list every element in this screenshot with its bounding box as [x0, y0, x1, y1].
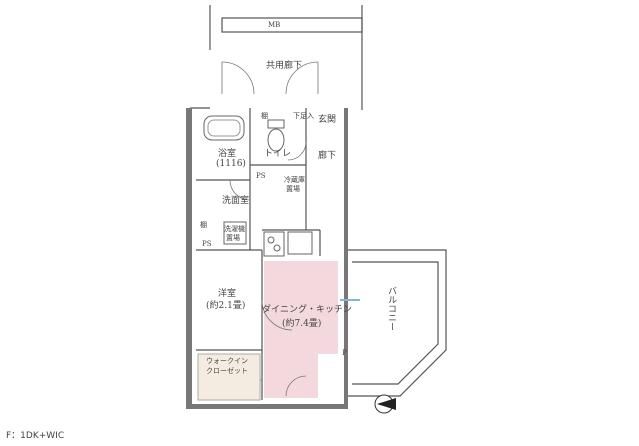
toilet-fixture [267, 128, 285, 152]
floor-plan-caption: F：1DK+WIC [6, 431, 65, 441]
mb-box [221, 17, 363, 33]
wic-label: ウォークイン [206, 357, 248, 365]
corridor-shared-label: 共用廊下 [266, 61, 303, 71]
dining-kitchen-label: ダイニング・キッチン [262, 305, 353, 315]
bathtub [203, 115, 245, 141]
entrance-label: 玄関 [318, 115, 337, 125]
western-room-size-label: (約2.1畳) [206, 301, 246, 311]
hallway-label: 廊下 [318, 151, 337, 161]
ps1-label: PS [256, 172, 266, 180]
wic-floor [197, 353, 261, 401]
balcony-label: バルコニー [386, 286, 396, 331]
doors [221, 61, 319, 397]
wic-2-label: クローゼット [206, 367, 248, 375]
wall-bottom [186, 404, 348, 409]
p-label: P [342, 349, 347, 357]
washbasin [223, 221, 247, 245]
wall-right [344, 108, 348, 408]
bathroom-size-label: (1116) [216, 159, 246, 169]
wall-left [186, 108, 192, 408]
ps2-label: PS [202, 240, 212, 248]
shelf2-label: 棚 [261, 112, 268, 120]
dining-kitchen-size-label: (約7.4畳) [282, 319, 322, 329]
dining-kitchen-floor [264, 261, 338, 398]
shoe-box-label: 下足入 [293, 112, 314, 120]
stove [263, 231, 285, 257]
western-room-label: 洋室 [218, 289, 237, 299]
washroom-label: 洗面室 [222, 196, 250, 206]
toilet-label: トイレ [264, 149, 292, 159]
mb-label: MB [268, 21, 281, 29]
bathroom-label: 浴室 [218, 149, 237, 159]
washer-sub-label: 置場 [226, 234, 240, 242]
washer-label: 洗濯機 [224, 225, 245, 233]
sink [287, 231, 313, 255]
fridge-label: 冷蔵庫 [284, 176, 305, 184]
shelf-label: 棚 [200, 221, 207, 229]
fridge-sub-label: 置場 [286, 185, 300, 193]
